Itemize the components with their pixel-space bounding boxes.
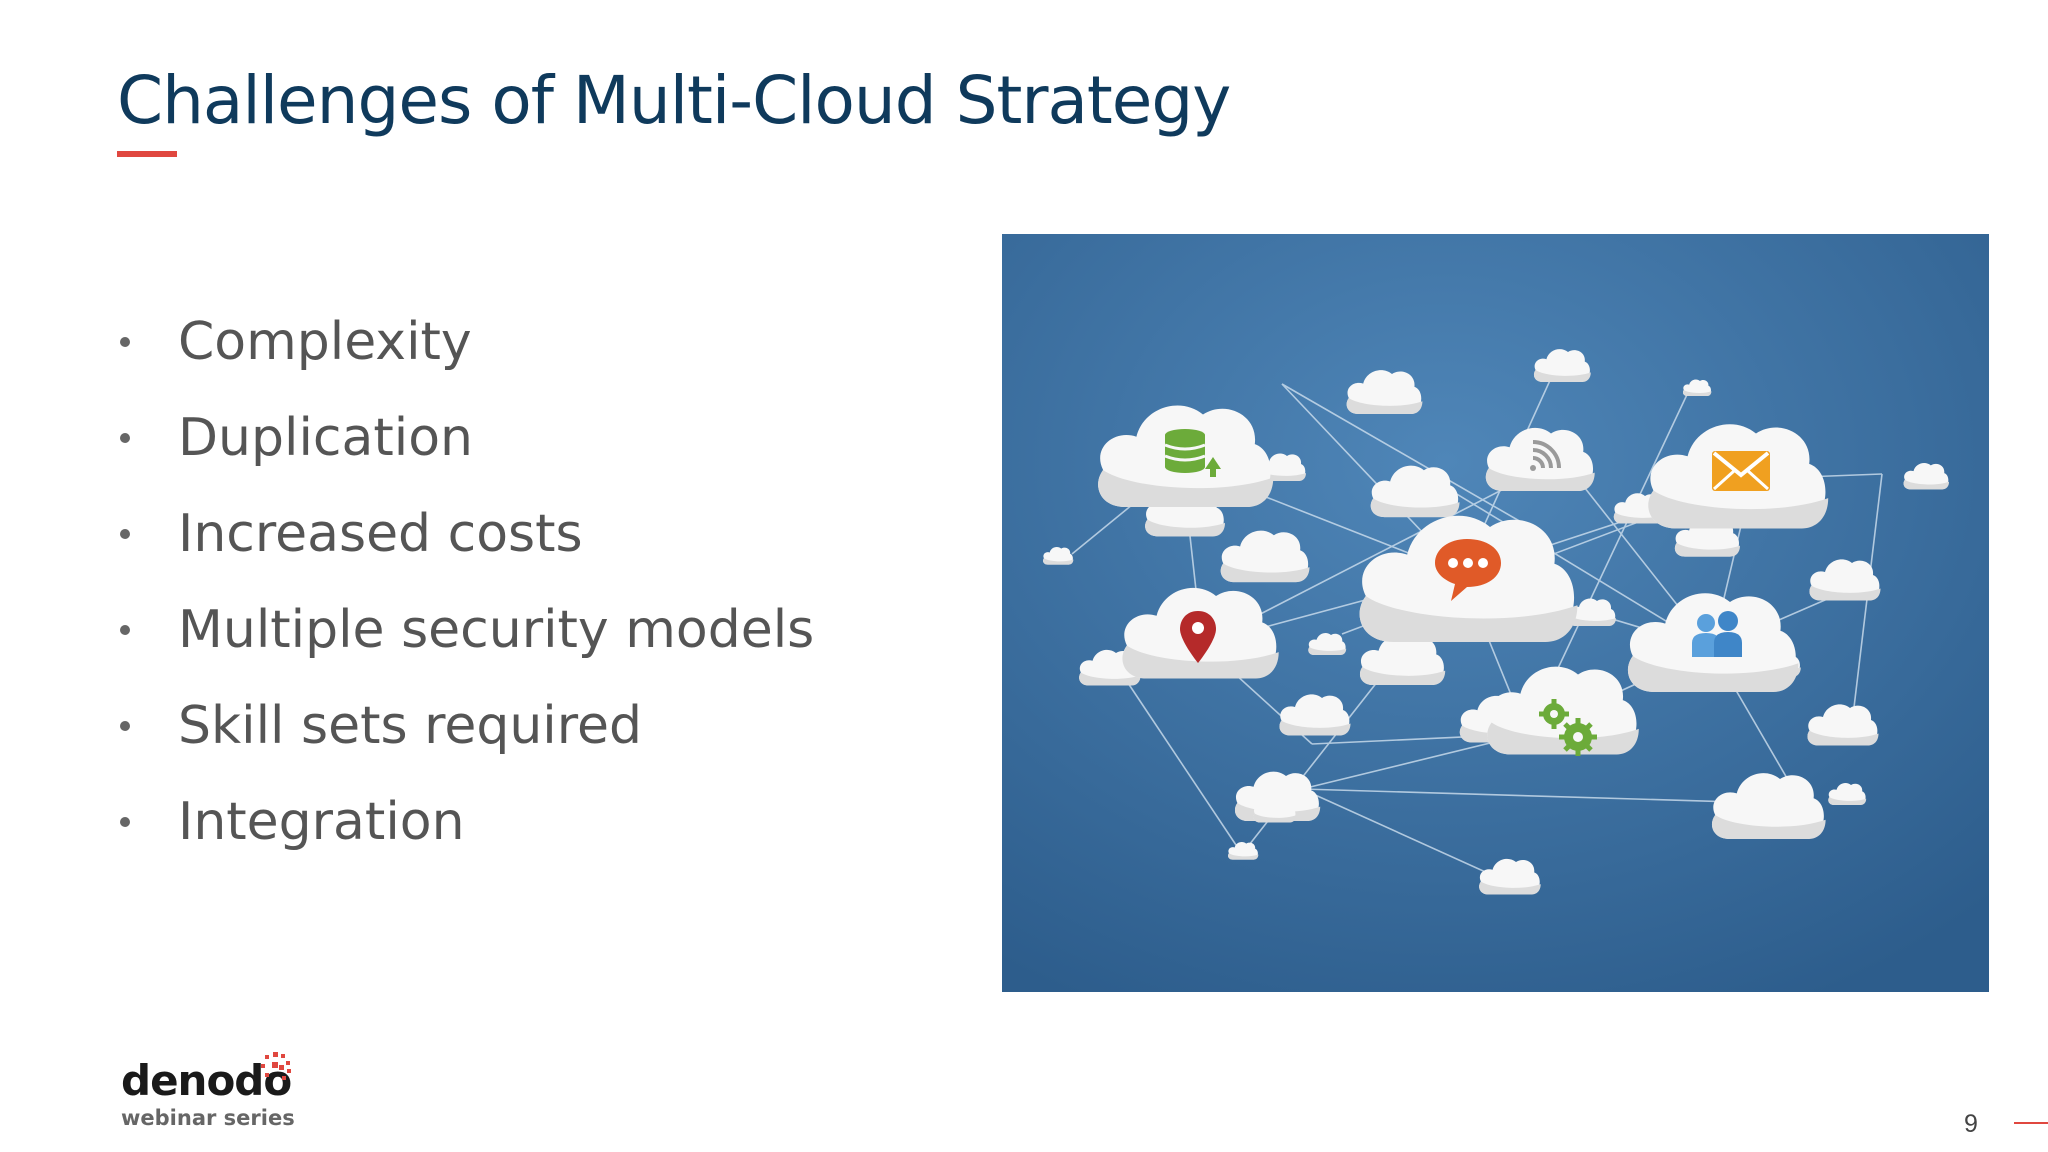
bullet-dot-icon	[120, 625, 130, 635]
cloud-network-illustration	[1002, 234, 1989, 992]
chat-icon	[1435, 539, 1501, 601]
bullet-dot-icon	[120, 817, 130, 827]
logo-dots-icon	[261, 1052, 291, 1080]
slide-title: Challenges of Multi-Cloud Strategy	[117, 62, 1231, 139]
bullet-dot-icon	[120, 337, 130, 347]
title-accent-bar	[117, 151, 177, 157]
bullet-item: Duplication	[110, 390, 814, 486]
bullet-text: Skill sets required	[178, 696, 642, 756]
users-icon	[1692, 611, 1742, 657]
mail-icon	[1712, 451, 1770, 491]
bullet-dot-icon	[120, 529, 130, 539]
bullet-text: Integration	[178, 792, 465, 852]
bullet-text: Complexity	[178, 312, 472, 372]
denodo-logo: denodo webinar series	[121, 1052, 295, 1130]
bullet-item: Increased costs	[110, 486, 814, 582]
database-icon	[1164, 429, 1221, 477]
gears-icon	[1539, 699, 1597, 756]
bullet-dot-icon	[120, 721, 130, 731]
location-pin-icon	[1180, 611, 1216, 663]
bullet-text: Duplication	[178, 408, 473, 468]
wifi-icon	[1530, 440, 1561, 471]
bullet-text: Increased costs	[178, 504, 583, 564]
bullet-item: Integration	[110, 774, 814, 870]
bullet-list: Complexity Duplication Increased costs M…	[110, 294, 814, 870]
bullet-text: Multiple security models	[178, 600, 815, 660]
bullet-item: Skill sets required	[110, 678, 814, 774]
bullet-item: Multiple security models	[110, 582, 814, 678]
bullet-item: Complexity	[110, 294, 814, 390]
logo-subtitle: webinar series	[121, 1106, 295, 1130]
page-number: 9	[1964, 1110, 1978, 1138]
page-number-rule	[2014, 1122, 2048, 1124]
bullet-dot-icon	[120, 433, 130, 443]
